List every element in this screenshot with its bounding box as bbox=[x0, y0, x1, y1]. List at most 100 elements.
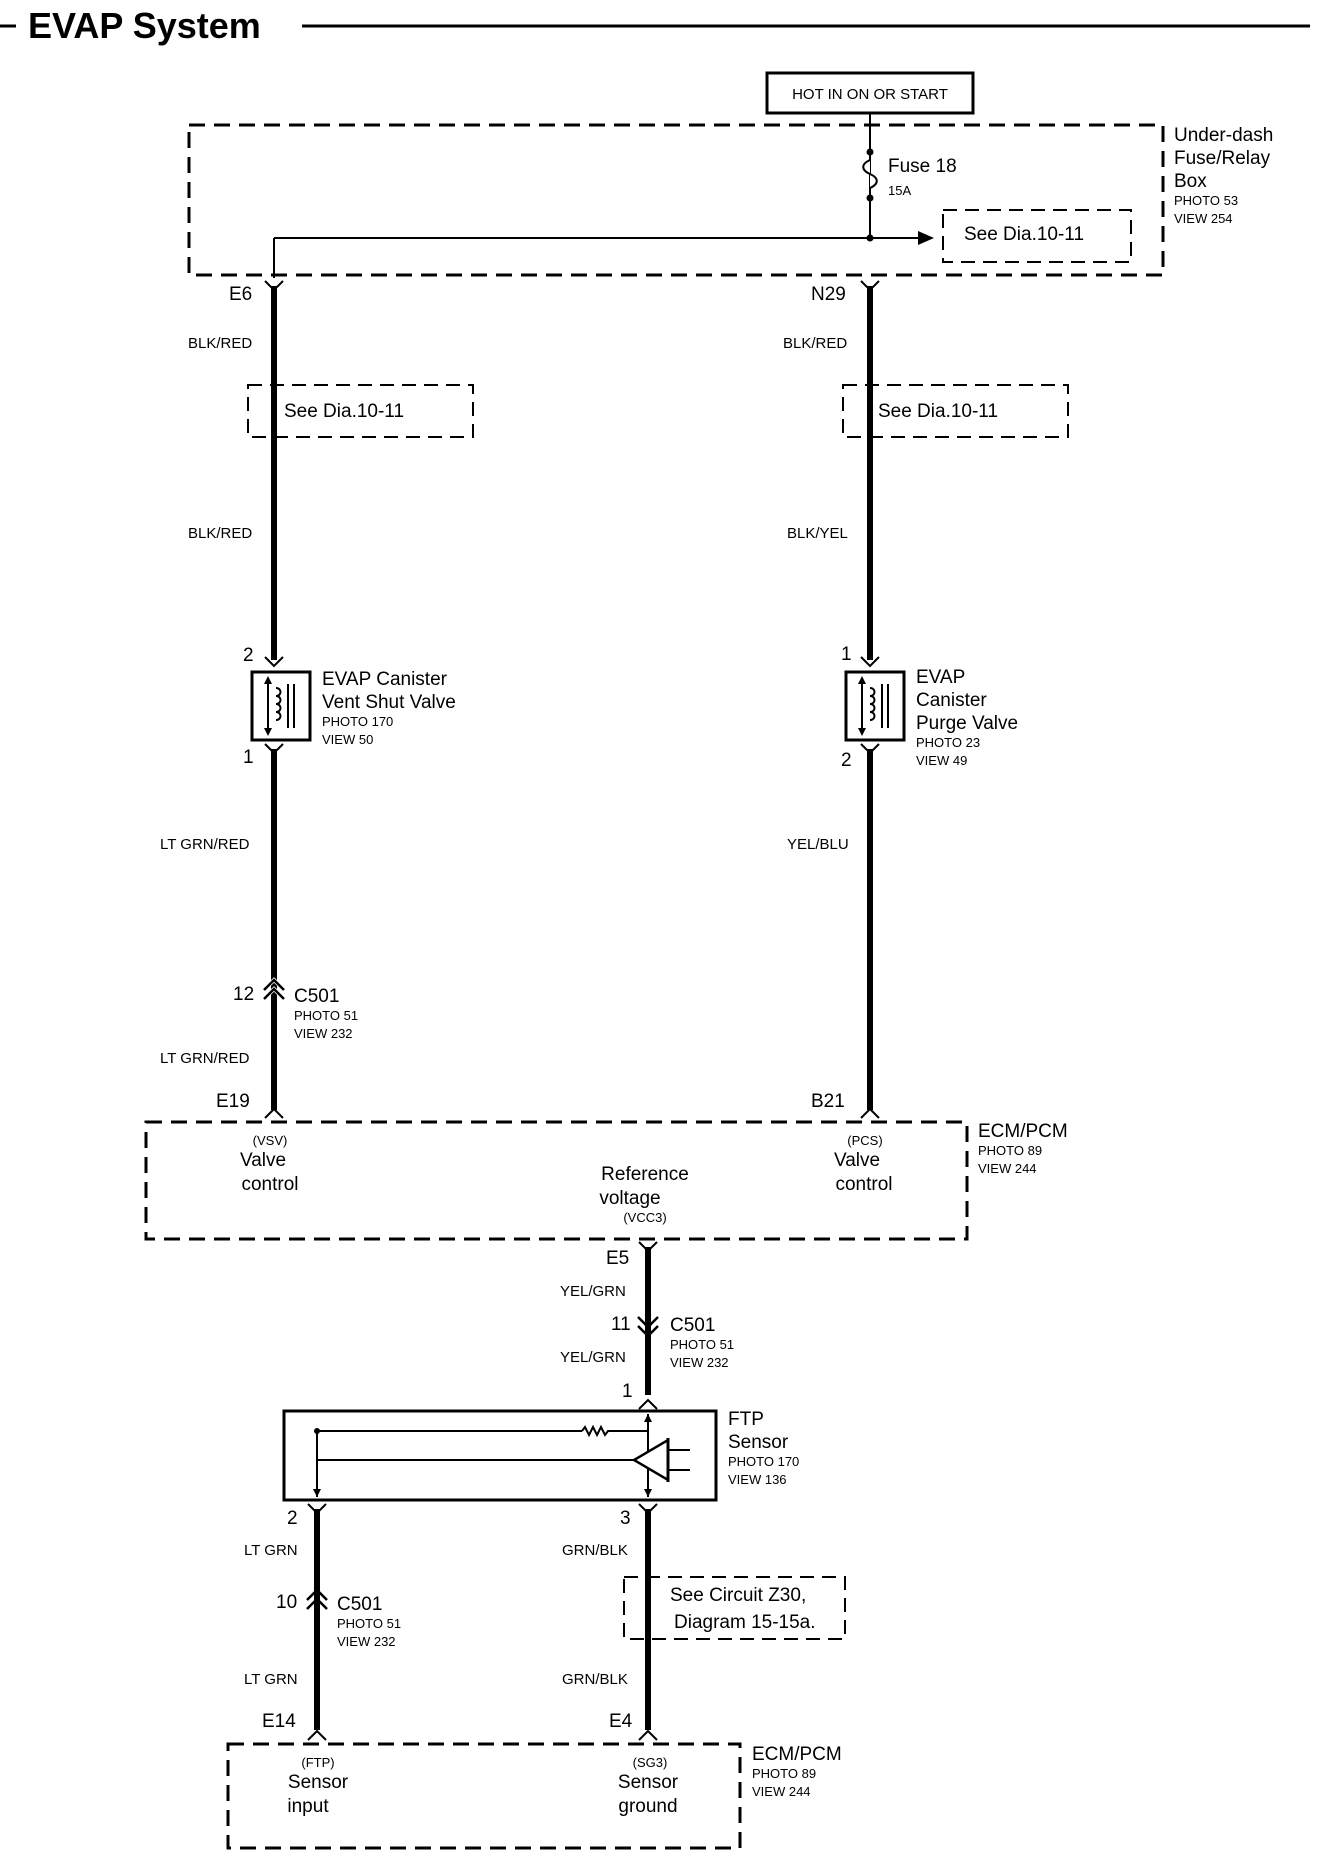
pin-c501-10: 10 bbox=[276, 1592, 297, 1613]
vent-valve-circuit: E6 BLK/RED See Dia.10-11 BLK/RED 2 EVAP … bbox=[160, 280, 474, 1119]
sg3-label-1: Sensor bbox=[618, 1772, 679, 1793]
fuse-node-top bbox=[866, 148, 874, 156]
purge-valve-arrow-down-icon bbox=[858, 728, 866, 736]
purge-valve-view: VIEW 49 bbox=[916, 753, 967, 768]
fuse-node-bottom bbox=[866, 194, 874, 202]
fuse-box-outline bbox=[187, 123, 1165, 277]
ftp-reference-circuit: E5 YEL/GRN 11 C501 PHOTO 51 VIEW 232 YEL… bbox=[560, 1241, 734, 1410]
ecm-upper-photo: PHOTO 89 bbox=[978, 1143, 1042, 1158]
fuse-18-rating: 15A bbox=[888, 183, 911, 198]
vent-valve-view: VIEW 50 bbox=[322, 732, 373, 747]
ecm-lower-outline bbox=[226, 1742, 742, 1850]
c501-c-photo: PHOTO 51 bbox=[337, 1616, 401, 1631]
ftp-sensor: FTP Sensor PHOTO 170 VIEW 136 bbox=[282, 1409, 799, 1502]
wire-label-left-2: BLK/RED bbox=[188, 525, 252, 542]
connector-e4-icon bbox=[638, 1729, 658, 1741]
title-block: EVAP System bbox=[0, 5, 1310, 46]
ecm-upper-name: ECM/PCM bbox=[978, 1121, 1068, 1142]
c501-a-view: VIEW 232 bbox=[294, 1026, 353, 1041]
ref-code: (VCC3) bbox=[623, 1210, 666, 1225]
c501-b-photo: PHOTO 51 bbox=[670, 1337, 734, 1352]
ecm-upper-outline bbox=[144, 1120, 969, 1241]
ftp-sensor-view: VIEW 136 bbox=[728, 1472, 787, 1487]
fuse-box-photo: PHOTO 53 bbox=[1174, 193, 1238, 208]
connector-c501-12-mark bbox=[263, 978, 285, 1000]
ecm-lower-photo: PHOTO 89 bbox=[752, 1766, 816, 1781]
wire-label-ltgrn-1: LT GRN bbox=[244, 1542, 298, 1559]
pin-e19: E19 bbox=[216, 1091, 250, 1112]
c501-c-name: C501 bbox=[337, 1594, 382, 1615]
connector-b21-icon bbox=[860, 1107, 880, 1119]
connector-purge-1-icon bbox=[860, 656, 880, 668]
wire-label-left-4: LT GRN/RED bbox=[160, 1050, 250, 1067]
pin-ftp-1: 1 bbox=[622, 1381, 633, 1402]
pin-e6: E6 bbox=[229, 284, 252, 305]
under-dash-fuse-relay-box: Under-dash Fuse/Relay Box PHOTO 53 VIEW … bbox=[187, 113, 1273, 278]
purge-valve-circuit: N29 BLK/RED See Dia.10-11 BLK/YEL 1 EVAP… bbox=[783, 280, 1069, 1119]
connector-e14-icon bbox=[307, 1729, 327, 1741]
dia-ref-b: See Dia.10-11 bbox=[284, 401, 404, 422]
fuse-box-name-3: Box bbox=[1174, 171, 1207, 192]
ref-label-1: Reference bbox=[601, 1164, 689, 1185]
purge-valve-photo: PHOTO 23 bbox=[916, 735, 980, 750]
circuit-ref-1: See Circuit Z30, bbox=[670, 1585, 806, 1606]
pin-b21: B21 bbox=[811, 1091, 845, 1112]
ftp-input-code: (FTP) bbox=[301, 1755, 334, 1770]
c501-c-view: VIEW 232 bbox=[337, 1634, 396, 1649]
pin-e5: E5 bbox=[606, 1248, 629, 1269]
vent-valve-name-1: EVAP Canister bbox=[322, 669, 448, 690]
wire-label-right-2: BLK/YEL bbox=[787, 525, 848, 542]
wire-label-center-2: YEL/GRN bbox=[560, 1349, 626, 1366]
ecm-pcm-upper: ECM/PCM PHOTO 89 VIEW 244 (VSV) Valve co… bbox=[144, 1120, 1068, 1241]
vent-valve-name-2: Vent Shut Valve bbox=[322, 692, 456, 713]
wire-label-left-3: LT GRN/RED bbox=[160, 836, 250, 853]
pcs-code: (PCS) bbox=[847, 1133, 882, 1148]
pin-e14: E14 bbox=[262, 1711, 296, 1732]
wire-label-left-1: BLK/RED bbox=[188, 335, 252, 352]
ftp-sensor-name-2: Sensor bbox=[728, 1432, 789, 1453]
ecm-upper-view: VIEW 244 bbox=[978, 1161, 1037, 1176]
connector-c501-10-icon bbox=[306, 1588, 328, 1610]
dia-ref-box-c bbox=[842, 384, 1069, 438]
pin-ftp-3: 3 bbox=[620, 1508, 631, 1529]
wire-label-ltgrn-2: LT GRN bbox=[244, 1671, 298, 1688]
vent-valve-arrow-down-icon bbox=[264, 728, 272, 736]
purge-valve-arrow-up-icon bbox=[858, 676, 866, 684]
connector-ftp-1-icon bbox=[638, 1398, 658, 1410]
vent-valve-coil-icon bbox=[275, 687, 282, 721]
fuse-18-name: Fuse 18 bbox=[888, 156, 957, 177]
purge-valve-name-3: Purge Valve bbox=[916, 713, 1018, 734]
dia-ref-a: See Dia.10-11 bbox=[964, 224, 1084, 245]
dia-ref-box-b bbox=[247, 384, 474, 438]
vent-valve-photo: PHOTO 170 bbox=[322, 714, 393, 729]
ftp-sensor-output-arrow-icon bbox=[313, 1489, 321, 1497]
ref-label-2: voltage bbox=[599, 1188, 660, 1209]
fuse-18-symbol bbox=[862, 159, 878, 189]
pin-ftp-2: 2 bbox=[287, 1508, 298, 1529]
wire-label-grnblk-2: GRN/BLK bbox=[562, 1671, 628, 1688]
wire-label-grnblk-1: GRN/BLK bbox=[562, 1542, 628, 1559]
ecm-lower-name: ECM/PCM bbox=[752, 1744, 842, 1765]
power-label-box bbox=[765, 71, 975, 115]
pin-purge-1: 1 bbox=[841, 644, 852, 665]
vsv-code: (VSV) bbox=[253, 1133, 288, 1148]
connector-c501-11-icon bbox=[637, 1316, 659, 1338]
pin-vent-2: 2 bbox=[243, 645, 254, 666]
vsv-label-1: Valve bbox=[240, 1150, 286, 1171]
ftp-output-circuits: 2 LT GRN 10 C501 PHOTO 51 VIEW 232 LT GR… bbox=[244, 1503, 846, 1741]
purge-valve-coil-icon bbox=[869, 687, 876, 721]
pcs-label-1: Valve bbox=[834, 1150, 880, 1171]
pin-c501-12: 12 bbox=[233, 984, 254, 1005]
pin-vent-1: 1 bbox=[243, 747, 254, 768]
wire-label-center-1: YEL/GRN bbox=[560, 1283, 626, 1300]
sg3-code: (SG3) bbox=[633, 1755, 668, 1770]
ftp-input-label-2: input bbox=[287, 1796, 329, 1817]
dia-ref-c: See Dia.10-11 bbox=[878, 401, 998, 422]
ecm-lower-view: VIEW 244 bbox=[752, 1784, 811, 1799]
c501-b-view: VIEW 232 bbox=[670, 1355, 729, 1370]
fuse-box-view: VIEW 254 bbox=[1174, 211, 1233, 226]
power-label: HOT IN ON OR START bbox=[792, 86, 948, 103]
c501-b-name: C501 bbox=[670, 1315, 715, 1336]
vsv-label-2: control bbox=[241, 1174, 298, 1195]
